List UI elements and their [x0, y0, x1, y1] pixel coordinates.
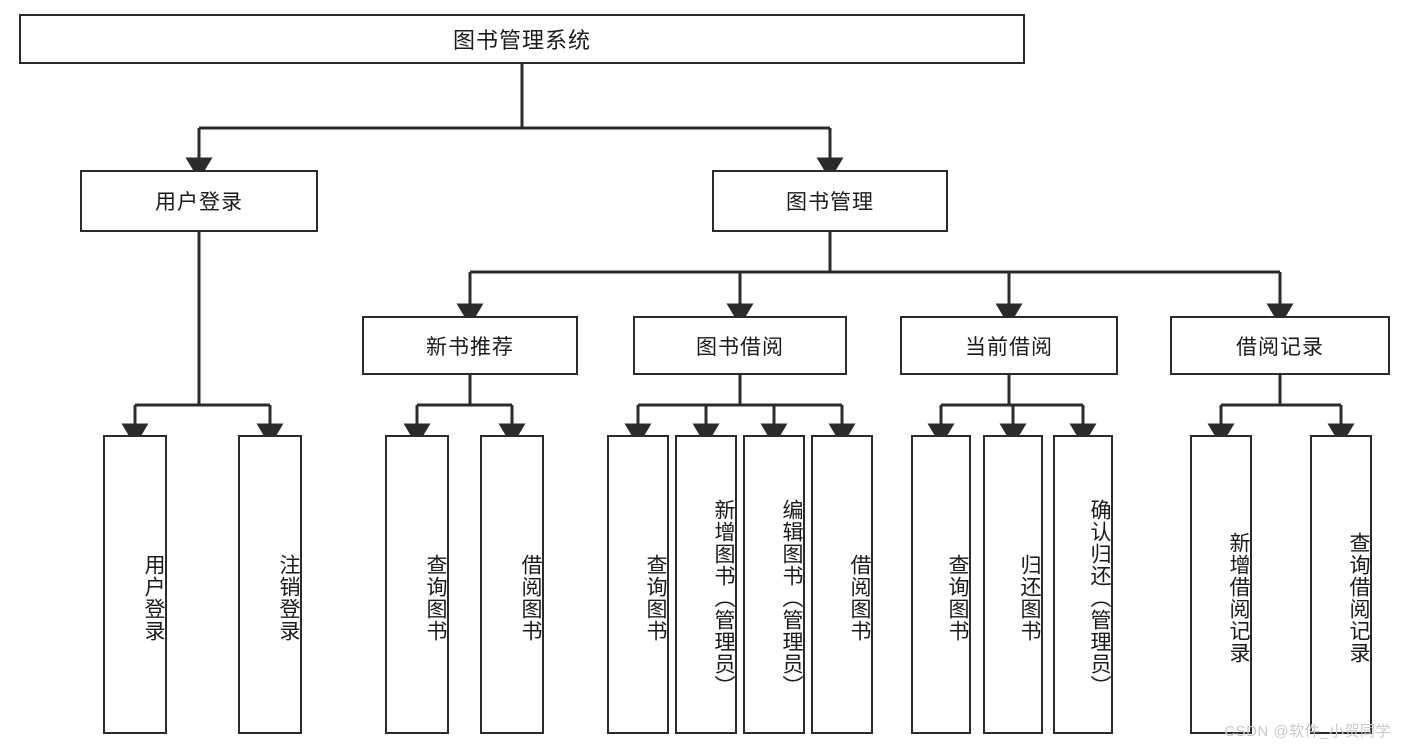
- leaf-borrow-book-recommend[interactable]: 借阅图书: [480, 435, 544, 734]
- watermark: CSDN @软件_小贺同学: [1224, 723, 1391, 740]
- node-level2-current-borrow[interactable]: 当前借阅: [900, 316, 1118, 375]
- leaf-add-borrow-record[interactable]: 新增借阅记录: [1190, 435, 1252, 734]
- leaf-query-book-recommend[interactable]: 查询图书: [385, 435, 449, 734]
- leaf-user-login[interactable]: 用户登录: [103, 435, 167, 734]
- leaf-borrow-book[interactable]: 借阅图书: [811, 435, 873, 734]
- leaf-add-book-admin[interactable]: 新增图书（管理员）: [675, 435, 737, 734]
- node-root[interactable]: 图书管理系统: [19, 14, 1025, 64]
- leaf-user-logout[interactable]: 注销登录: [238, 435, 302, 734]
- leaf-confirm-return-admin[interactable]: 确认归还（管理员）: [1053, 435, 1113, 734]
- node-level2-new-book-recommend[interactable]: 新书推荐: [362, 316, 578, 375]
- node-level1-user-login[interactable]: 用户登录: [80, 170, 318, 232]
- node-level2-borrow-record[interactable]: 借阅记录: [1170, 316, 1390, 375]
- node-level1-book-management[interactable]: 图书管理: [712, 170, 948, 232]
- leaf-return-book[interactable]: 归还图书: [983, 435, 1043, 734]
- leaf-query-book-borrow[interactable]: 查询图书: [607, 435, 669, 734]
- leaf-query-borrow-record[interactable]: 查询借阅记录: [1310, 435, 1372, 734]
- leaf-query-book-current[interactable]: 查询图书: [911, 435, 971, 734]
- node-level2-book-borrow[interactable]: 图书借阅: [633, 316, 847, 375]
- leaf-edit-book-admin[interactable]: 编辑图书（管理员）: [743, 435, 805, 734]
